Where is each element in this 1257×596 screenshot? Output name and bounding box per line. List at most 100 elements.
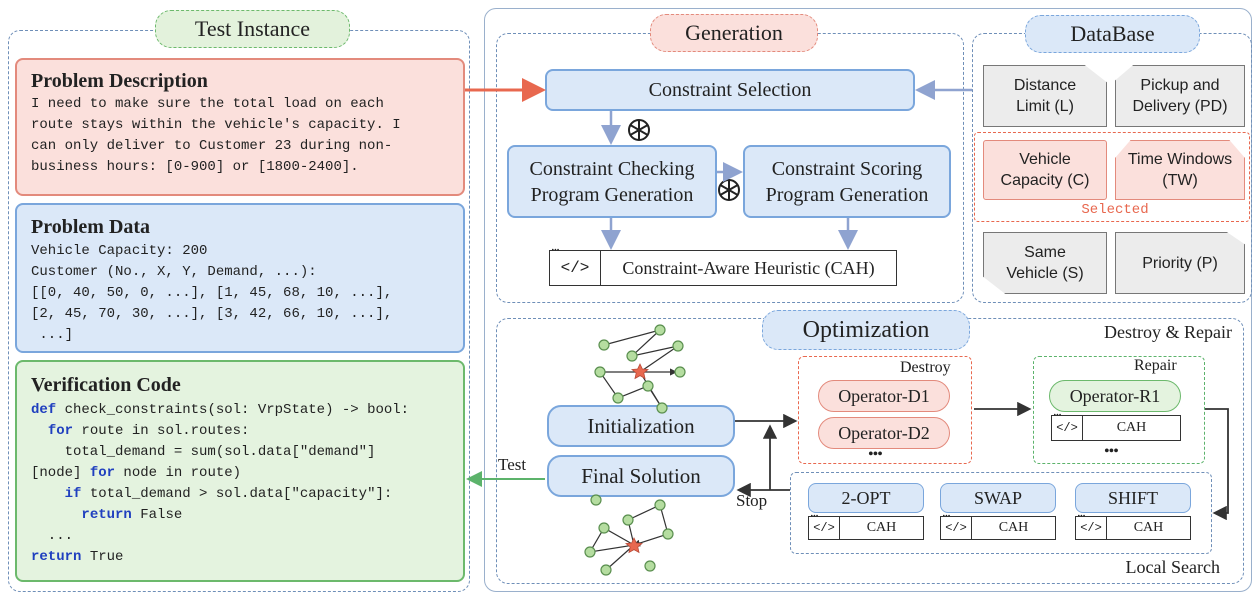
constraint-scoring-line: Program Generation (765, 183, 929, 206)
problem-data-line: Customer (No., X, Y, Demand, ...): (31, 264, 317, 280)
constraint-checking-line: Program Generation (530, 183, 694, 206)
code-line: ... (31, 528, 74, 544)
priority-shape: Priority (P) (1115, 232, 1245, 294)
code-text: route in sol.routes: (73, 423, 250, 439)
problem-description-card: Problem Description I need to make sure … (15, 58, 465, 196)
constraint-checking-box: Constraint Checking Program Generation (507, 145, 717, 218)
time-windows-line: (TW) (1162, 172, 1198, 189)
openai-icon (625, 116, 653, 144)
verification-code-card: Verification Code def check_constraints(… (15, 360, 465, 582)
code-line: return False (31, 505, 449, 526)
verification-code-heading: Verification Code (31, 374, 181, 396)
selected-label: Selected (1081, 202, 1149, 218)
code-text: [node] (31, 465, 90, 481)
distance-limit-line: Limit (L) (1016, 98, 1074, 115)
test-label: Test (498, 455, 527, 474)
code-icon: </> (1076, 513, 1107, 539)
code-text: False (131, 507, 183, 523)
code-keyword: for (47, 423, 74, 439)
code-icon-glyph: </> (813, 521, 835, 535)
code-line: total_demand = sum(sol.data["demand"] (31, 444, 376, 460)
code-text: True (81, 549, 124, 565)
cah-label: Constraint-Aware Heuristic (CAH) (622, 257, 875, 278)
destroy-repair-label: Destroy & Repair (1104, 322, 1232, 342)
problem-description-line: route stays within the vehicle's capacit… (31, 117, 401, 133)
problem-description-line: business hours: [0-900] or [1800-2400]. (31, 159, 359, 175)
destroy-label: Destroy (900, 359, 951, 376)
two-opt-cah: </> CAH (808, 513, 924, 540)
code-keyword: return (31, 549, 82, 565)
code-icon-glyph: </> (945, 521, 967, 535)
constraint-checking-line: Constraint Checking (529, 157, 695, 180)
code-text: check_constraints(sol: VrpState) -> bool… (56, 402, 410, 418)
code-text: node in route) (115, 465, 242, 481)
constraint-selection-box: Constraint Selection (545, 69, 915, 111)
repair-group (1033, 356, 1205, 464)
problem-data-line: ...] (31, 327, 74, 343)
cah-label: CAH (998, 520, 1029, 535)
problem-data-line: [2, 45, 70, 30, ...], [3, 42, 66, 10, ..… (31, 306, 393, 322)
code-line: def check_constraints(sol: VrpState) -> … (31, 400, 449, 421)
code-text: total_demand > sol.data["capacity"]: (81, 486, 393, 502)
distance-limit-line: Distance (1013, 77, 1077, 94)
two-opt-button: 2-OPT (808, 483, 924, 513)
repair-cah-row: </> CAH (1051, 412, 1181, 441)
code-icon-glyph: </> (1056, 421, 1078, 435)
code-icon: </> (809, 513, 840, 539)
swap-button: SWAP (940, 483, 1056, 513)
code-line: return True (31, 547, 449, 568)
test-instance-title: Test Instance (155, 10, 350, 48)
distance-limit-shape: Distance Limit (L) (983, 65, 1107, 127)
operator-r1: Operator-R1 (1049, 380, 1181, 412)
code-icon-glyph: </> (560, 259, 590, 277)
local-search-group (790, 472, 1212, 554)
final-solution-box: Final Solution (547, 455, 735, 497)
code-keyword: return (81, 507, 132, 523)
optimization-title: Optimization (762, 310, 970, 350)
final-route-nodes (584, 494, 674, 576)
repair-to-local-search-arrow (1205, 408, 1229, 521)
depot-star-icon (631, 363, 649, 380)
problem-data-line: Vehicle Capacity: 200 (31, 243, 208, 259)
depot-star-icon (625, 537, 643, 554)
cah-label: CAH (866, 520, 897, 535)
time-windows-line: Time Windows (1127, 151, 1233, 168)
cah-label: CAH (1116, 420, 1147, 435)
problem-description-heading: Problem Description (31, 70, 208, 92)
pickup-delivery-line: Delivery (PD) (1132, 98, 1228, 115)
constraint-scoring-box: Constraint Scoring Program Generation (743, 145, 951, 218)
code-icon: </> (1052, 412, 1083, 440)
problem-data-card: Problem Data Vehicle Capacity: 200 Custo… (15, 203, 465, 353)
generation-title: Generation (650, 14, 818, 52)
constraint-scoring-line: Constraint Scoring (771, 157, 923, 180)
cah-label: CAH (1133, 520, 1164, 535)
initialization-box: Initialization (547, 405, 735, 447)
pickup-delivery-shape: Pickup and Delivery (PD) (1115, 65, 1245, 127)
code-line: if total_demand > sol.data["capacity"]: (31, 484, 449, 505)
problem-description-line: can only deliver to Customer 23 during n… (31, 138, 393, 154)
destroy-ellipsis: ••• (868, 446, 883, 463)
code-icon: </> (941, 513, 972, 539)
same-vehicle-shape: Same Vehicle (S) (983, 232, 1107, 294)
swap-cah: </> CAH (940, 513, 1056, 540)
database-title: DataBase (1025, 15, 1200, 53)
vehicle-capacity-shape: Vehicle Capacity (C) (983, 140, 1107, 200)
repair-label: Repair (1134, 357, 1177, 374)
vehicle-capacity-line: Vehicle (1019, 151, 1071, 168)
repair-ellipsis: ••• (1104, 443, 1119, 460)
same-vehicle-line: Same (1024, 244, 1066, 261)
problem-description-line: I need to make sure the total load on ea… (31, 96, 384, 112)
operator-d2: Operator-D2 (818, 417, 950, 449)
destroy-group (798, 356, 972, 464)
cah-program-box: </> Constraint-Aware Heuristic (CAH) (549, 247, 897, 286)
code-line: for route in sol.routes: (31, 421, 449, 442)
code-line: [node] for node in route) (31, 463, 449, 484)
problem-data-heading: Problem Data (31, 216, 151, 238)
selected-constraints-group (974, 132, 1250, 222)
time-windows-shape: Time Windows (TW) (1115, 140, 1245, 200)
shift-cah: </> CAH (1075, 513, 1191, 540)
shift-button: SHIFT (1075, 483, 1191, 513)
framework-container (484, 8, 1252, 592)
code-keyword: if (64, 486, 82, 502)
